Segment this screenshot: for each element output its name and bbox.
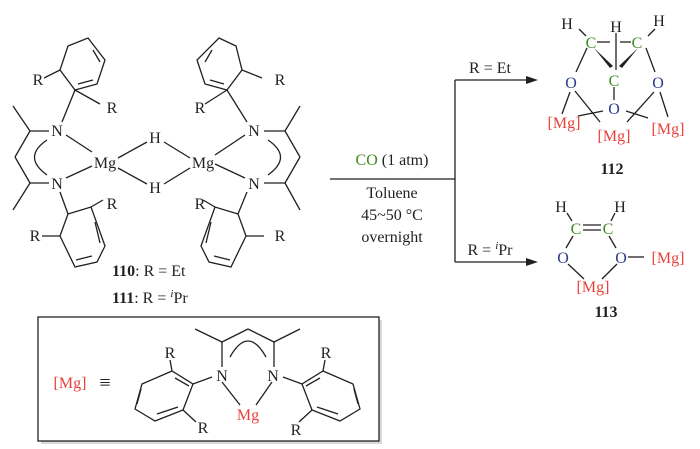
hydride-atom: H — [149, 130, 161, 147]
substituent-r: R — [33, 72, 44, 89]
hydrogen-atom: H — [561, 16, 573, 33]
product-number-113: 113 — [594, 304, 617, 321]
mg-fragment: [Mg] — [598, 128, 631, 145]
oxygen-atom: O — [608, 101, 620, 118]
carbon-atom: C — [609, 73, 620, 90]
oxygen-atom: O — [557, 250, 569, 267]
reagent: CO (1 atm) — [356, 152, 429, 169]
product-112: H H H C C C O O O [Mg] [Mg] [Mg] 112 — [548, 13, 685, 178]
carbon-atom: C — [603, 221, 614, 238]
solvent: Toluene — [366, 185, 417, 202]
product-113: H H C C O O [Mg] [Mg] 113 — [555, 199, 684, 321]
nitrogen-atom: N — [248, 123, 260, 140]
carbon-atom: C — [571, 221, 582, 238]
substituent-r: R — [291, 422, 302, 439]
mg-fragment: [Mg] — [548, 115, 581, 132]
carbon-atom: C — [632, 35, 643, 52]
branch-label-et: R = Et — [469, 60, 511, 77]
mg-fragment-legend: [Mg] ≡ R R R R N N Mg — [37, 316, 382, 444]
mg-fragment: [Mg] — [54, 375, 87, 392]
substituent-r: R — [275, 228, 286, 245]
substituent-r: R — [107, 196, 118, 213]
carbon-atom: C — [586, 35, 597, 52]
branch-label-ipr: R = iPr — [468, 240, 514, 259]
compound-labels: 110: R = Et 111: R = iPr — [112, 263, 188, 307]
substituent-r: R — [275, 72, 286, 89]
oxygen-atom: O — [615, 250, 627, 267]
magnesium-hydride-dimer: R R R R R R R R N N N N Mg Mg H H — [12, 37, 301, 268]
oxygen-atom: O — [565, 75, 577, 92]
nitrogen-atom: N — [51, 123, 63, 140]
product-number-112: 112 — [600, 161, 623, 178]
nitrogen-atom: N — [51, 176, 63, 193]
substituent-r: R — [195, 196, 206, 213]
mg-fragment: [Mg] — [652, 121, 685, 138]
hydrogen-atom: H — [610, 19, 622, 36]
temperature: 45~50 °C — [361, 207, 423, 224]
nitrogen-atom: N — [267, 368, 279, 385]
mg-fragment: [Mg] — [652, 250, 685, 267]
magnesium-atom: Mg — [94, 155, 116, 172]
substituent-r: R — [165, 345, 176, 362]
identity-symbol: ≡ — [99, 372, 110, 394]
substituent-r: R — [321, 345, 332, 362]
label-111: 111: R = iPr — [112, 288, 188, 307]
reaction-time: overnight — [361, 229, 423, 246]
label-110: 110: R = Et — [112, 263, 186, 280]
magnesium-atom: Mg — [237, 407, 259, 424]
oxygen-atom: O — [652, 75, 664, 92]
substituent-r: R — [198, 420, 209, 437]
hydrogen-atom: H — [653, 13, 665, 30]
substituent-r: R — [30, 228, 41, 245]
nitrogen-atom: N — [216, 368, 228, 385]
hydride-atom: H — [149, 180, 161, 197]
hydrogen-atom: H — [614, 199, 626, 216]
reaction-arrow — [330, 76, 538, 266]
magnesium-atom: Mg — [192, 155, 214, 172]
substituent-r: R — [107, 100, 118, 117]
substituent-r: R — [195, 100, 206, 117]
nitrogen-atom: N — [248, 176, 260, 193]
hydrogen-atom: H — [555, 199, 567, 216]
mg-fragment: [Mg] — [577, 279, 610, 296]
